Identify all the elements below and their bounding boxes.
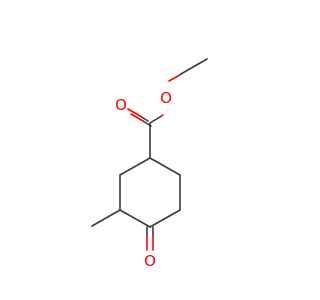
bond-ring-c3-c4 <box>149 209 181 228</box>
bond-carbonyl-c-o-1-red <box>127 108 141 117</box>
bond-carbonyl-c-o-2-red <box>130 113 144 122</box>
ester-oxygen-label: O <box>160 89 172 107</box>
bond-ethyl-ch3-ch2 <box>180 58 208 75</box>
ketone-oxygen-label: O <box>144 252 156 270</box>
molecule-diagram: O O O <box>91 58 208 270</box>
bond-ring-c6-c1 <box>119 157 151 176</box>
carbonyl-oxygen-label: O <box>115 96 127 114</box>
bond-ring-c4-c5 <box>119 209 151 228</box>
structure-canvas: O O O <box>91 58 208 270</box>
bond-ring-c1-c2 <box>149 157 181 176</box>
bond-ethyl-ch2-o-red <box>168 75 179 82</box>
bond-carbonyl-c-o-1 <box>139 115 149 122</box>
bond-methyl <box>91 209 121 227</box>
bond-ester-o-c <box>149 116 161 124</box>
